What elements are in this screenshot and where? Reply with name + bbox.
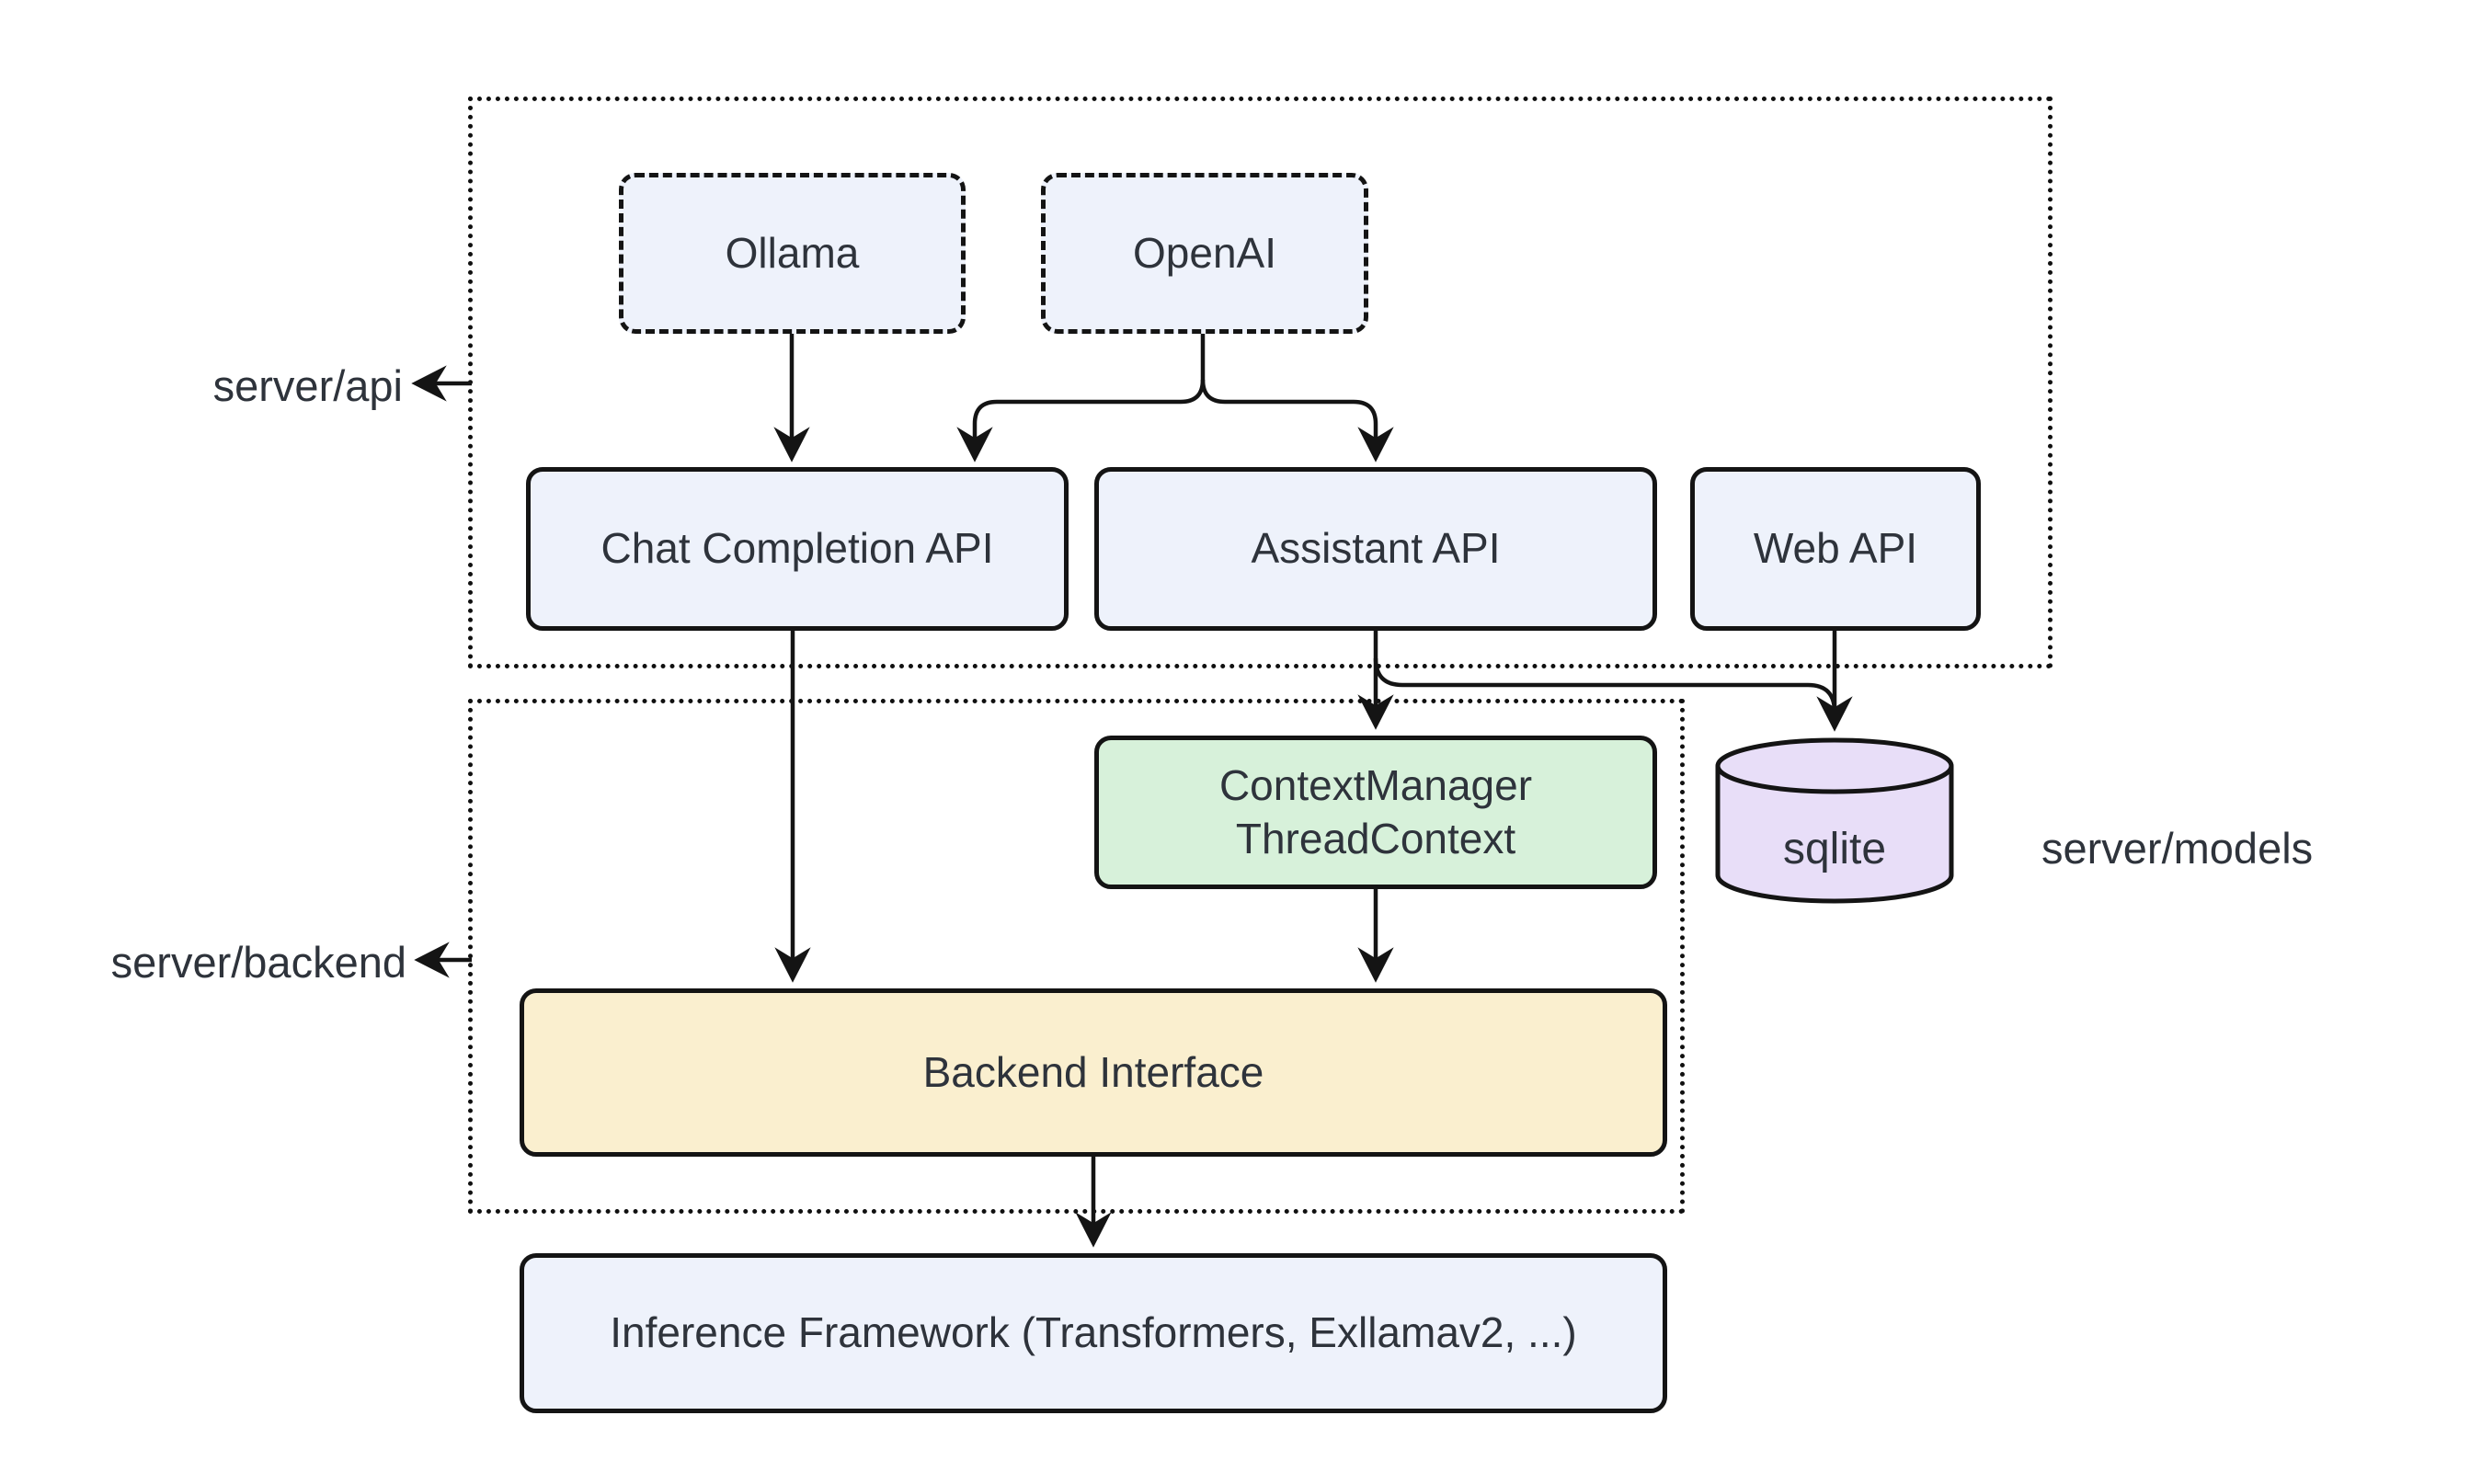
node-inference-framework: Inference Framework (Transformers, Exlla… — [520, 1253, 1667, 1413]
node-sqlite-label: sqlite — [1782, 825, 1887, 873]
node-sqlite: sqlite — [1715, 737, 1954, 904]
label-server-backend: server/backend — [110, 938, 406, 987]
node-context-manager-line1: ContextManager — [1218, 761, 1533, 809]
node-backend-interface-label: Backend Interface — [922, 1047, 1264, 1096]
node-chat-completion-api-label: Chat Completion API — [600, 524, 994, 573]
node-ollama: Ollama — [619, 173, 966, 334]
node-chat-completion-api: Chat Completion API — [526, 467, 1069, 631]
node-ollama-label: Ollama — [725, 228, 860, 277]
label-server-models: server/models — [2041, 824, 2314, 873]
node-backend-interface: Backend Interface — [520, 988, 1667, 1157]
node-assistant-api: Assistant API — [1094, 467, 1657, 631]
node-openai: OpenAI — [1041, 173, 1368, 334]
group-server-backend — [468, 699, 1685, 1214]
node-assistant-api-label: Assistant API — [1251, 524, 1501, 573]
node-web-api-label: Web API — [1753, 524, 1918, 573]
node-context-manager: ContextManager ThreadContext — [1094, 736, 1657, 889]
node-web-api: Web API — [1690, 467, 1981, 631]
node-inference-framework-label: Inference Framework (Transformers, Exlla… — [610, 1308, 1577, 1357]
node-context-manager-line2: ThreadContext — [1235, 814, 1516, 862]
label-server-api: server/api — [212, 361, 403, 410]
node-openai-label: OpenAI — [1133, 228, 1276, 277]
database-cylinder-icon — [1715, 737, 1954, 904]
